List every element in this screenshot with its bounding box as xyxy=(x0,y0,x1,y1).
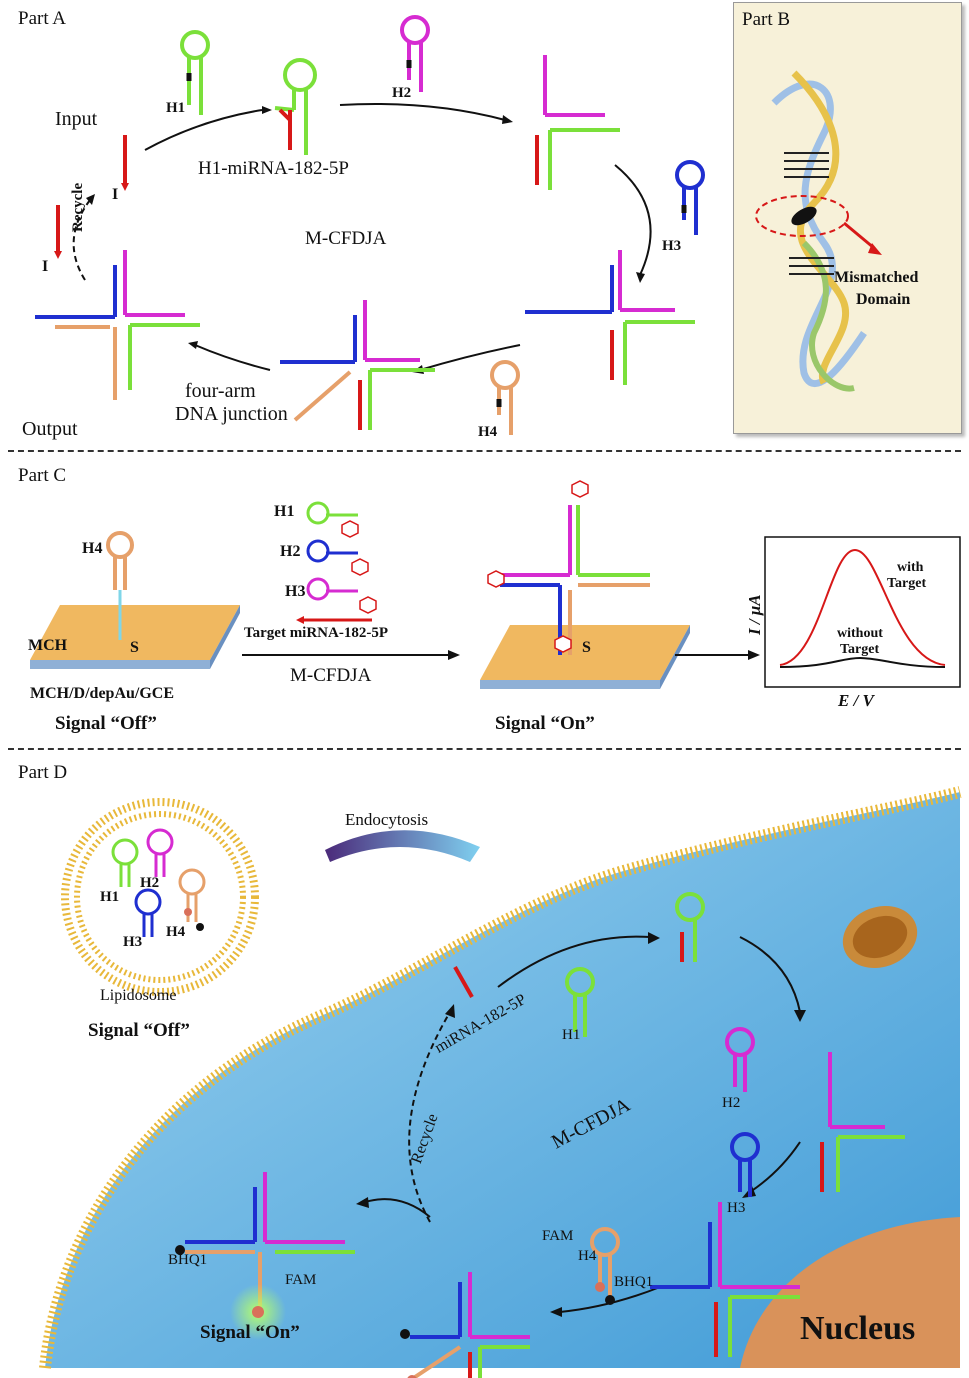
h2-label-d: H2 xyxy=(722,1095,741,1111)
arrow-input-to-complex xyxy=(144,109,263,151)
mch-label: MCH xyxy=(28,637,68,654)
with-target-1: with xyxy=(897,560,924,575)
h1-label-a: H1 xyxy=(166,100,186,116)
part-d-label: Part D xyxy=(18,762,68,783)
part-b-label: Part B xyxy=(742,9,791,30)
h1-label-d-lipo: H1 xyxy=(100,889,120,905)
h4-label-a: H4 xyxy=(478,424,498,440)
cv-without-target xyxy=(779,656,946,668)
mismatch-label-1: Mismatched xyxy=(834,269,919,286)
divider-c-d xyxy=(8,748,961,750)
cv-plot-frame xyxy=(764,536,961,688)
junction-label-line2: DNA junction xyxy=(175,403,288,425)
cv-ylabel: I / μA xyxy=(745,594,764,635)
four-arm-junction-final xyxy=(35,250,200,400)
nucleus-label: Nucleus xyxy=(800,1310,916,1347)
process-label-c: M-CFDJA xyxy=(290,665,372,686)
without-target-2: Target xyxy=(840,642,880,657)
h1-label-c: H1 xyxy=(274,503,295,520)
fam-label-h4: FAM xyxy=(542,1228,574,1244)
arrow-three-to-four xyxy=(419,344,521,371)
h4-hairpin xyxy=(490,360,520,435)
arrow-duplex-to-three xyxy=(614,164,652,276)
h1-mirna-complex xyxy=(274,58,317,155)
signal-on-d: Signal “On” xyxy=(200,1322,300,1343)
four-arm-junction-intermediate xyxy=(280,300,435,430)
divider-a-c xyxy=(8,450,961,452)
strand-i-label-recycle: I xyxy=(42,258,49,275)
lipidosome-label: Lipidosome xyxy=(100,987,177,1004)
h4-label-d-lipo: H4 xyxy=(166,924,186,940)
nucleus xyxy=(740,1217,960,1368)
three-arm-junction xyxy=(525,250,695,385)
sulfur-label-left: S xyxy=(130,639,139,656)
junction-label-line1: four-arm xyxy=(185,380,256,402)
target-label: Target miRNA-182-5P xyxy=(244,625,389,641)
bhq1-label-flow: BHQ1 xyxy=(614,1274,654,1290)
strand-i-input xyxy=(121,135,129,191)
cv-with-target xyxy=(779,548,946,666)
dna-helix xyxy=(755,70,882,392)
complex-label: H1-miRNA-182-5P xyxy=(198,158,349,179)
h3-hairpin xyxy=(675,160,705,235)
h2-hairpin xyxy=(400,15,430,92)
strand-i-recycle xyxy=(54,205,62,259)
cell-body xyxy=(45,792,960,1368)
fam-label-final: FAM xyxy=(285,1272,317,1288)
signal-on-c: Signal “On” xyxy=(495,713,595,734)
part-a-label: Part A xyxy=(18,8,67,29)
signal-off-c: Signal “Off” xyxy=(55,713,157,734)
recycle-label-a: Recycle xyxy=(70,182,86,232)
h2-label-c: H2 xyxy=(280,543,301,560)
part-a-panel: Part A xyxy=(0,0,730,445)
h1-hairpin xyxy=(180,30,210,115)
arrow-recycle xyxy=(72,199,91,281)
cell-membrane xyxy=(39,786,962,1369)
part-d-panel: Part D xyxy=(0,752,969,1378)
h3-label-d: H3 xyxy=(727,1200,746,1216)
part-c-panel: Part C xyxy=(0,455,969,745)
with-target-2: Target xyxy=(887,576,927,591)
part-a-diagram xyxy=(35,15,705,435)
arrow-complex-to-duplex xyxy=(339,103,506,121)
electrode-label: MCH/D/depAu/GCE xyxy=(30,685,175,702)
h3-label-c: H3 xyxy=(285,583,306,600)
h3-label-a: H3 xyxy=(662,238,682,254)
mismatch-label-2: Domain xyxy=(856,291,911,308)
endocytosis-label: Endocytosis xyxy=(345,810,429,829)
signal-off-d: Signal “Off” xyxy=(88,1020,190,1041)
arrow-four-to-junction xyxy=(194,344,271,371)
process-label-a: M-CFDJA xyxy=(305,228,387,249)
input-label: Input xyxy=(55,108,98,130)
h1-label-d: H1 xyxy=(562,1027,581,1043)
mismatch-highlight xyxy=(755,195,849,237)
h2-label-d-lipo: H2 xyxy=(140,875,160,891)
part-d-diagram xyxy=(39,786,962,1378)
h3-label-d-lipo: H3 xyxy=(123,934,143,950)
without-target-1: without xyxy=(837,626,883,641)
output-label: Output xyxy=(22,418,78,440)
part-b-panel: Part B Mismatched Domain xyxy=(733,2,962,434)
h1-h2-duplex xyxy=(535,55,620,190)
bhq1-label-final: BHQ1 xyxy=(168,1252,208,1268)
part-c-diagram xyxy=(30,480,961,689)
sulfur-label-right: S xyxy=(582,639,591,656)
endocytosis-arrow xyxy=(325,830,480,862)
h4-label-c: H4 xyxy=(82,540,103,557)
part-c-label: Part C xyxy=(18,465,67,486)
strand-i-label-input: I xyxy=(112,186,119,203)
h4-label-d: H4 xyxy=(578,1248,597,1264)
cv-xlabel: E / V xyxy=(838,691,874,710)
h2-label-a: H2 xyxy=(392,85,412,101)
